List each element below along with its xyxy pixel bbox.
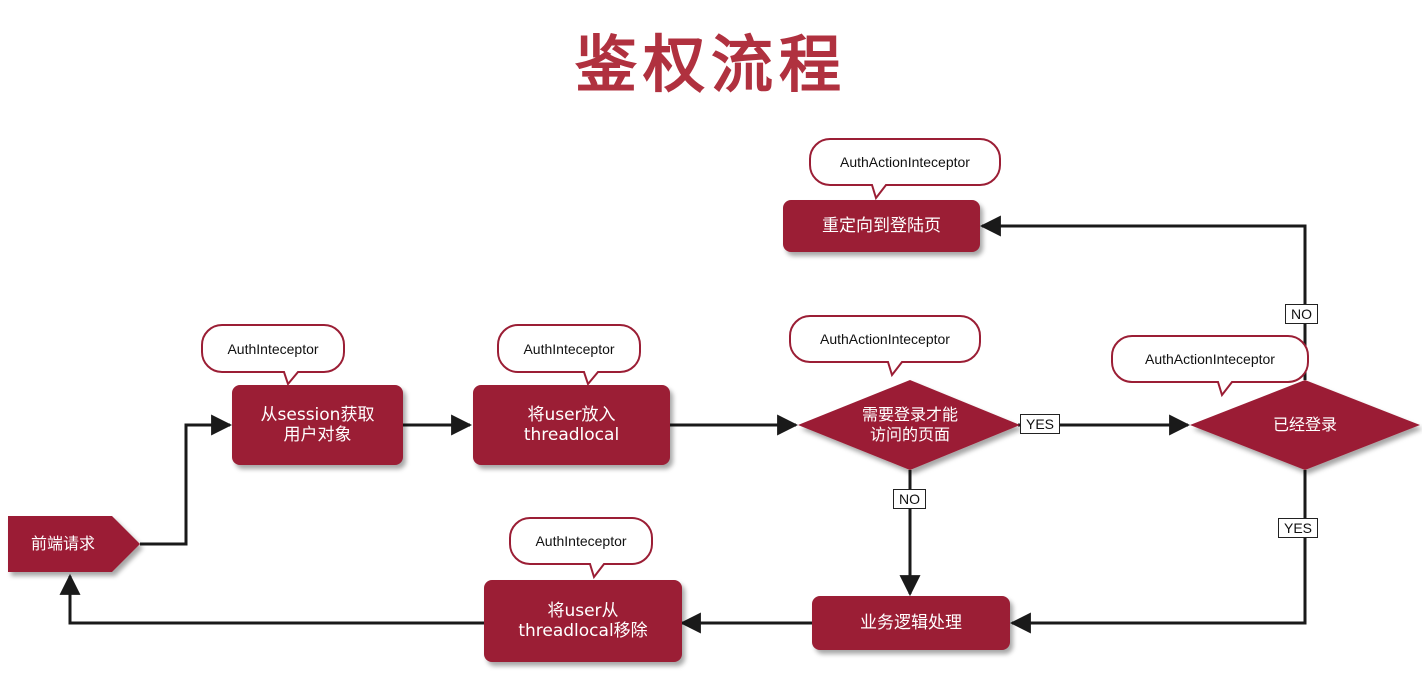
business-logic-node: 业务逻辑处理 xyxy=(812,596,1010,650)
bubble-redirect xyxy=(809,138,1001,201)
put-user-threadlocal-label: 将user放入 threadlocal xyxy=(523,405,620,445)
bubble-get-user-text: AuthInteceptor xyxy=(227,340,319,357)
bubble-put-user-text: AuthInteceptor xyxy=(523,340,615,357)
edge-remove-to-request xyxy=(59,573,484,625)
bubble-needs-login-text: AuthActionInteceptor xyxy=(820,331,950,347)
bubble-logged-in xyxy=(1111,335,1309,398)
remove-user-threadlocal-node: 将user从 threadlocal移除 xyxy=(484,580,682,662)
edge-label-logged-in-no: NO xyxy=(1285,304,1318,324)
bubble-get-user xyxy=(201,324,345,387)
redirect-login-label: 重定向到登陆页 xyxy=(822,216,941,236)
bubble-redirect-text: AuthActionInteceptor xyxy=(840,154,970,170)
edge-request-to-session xyxy=(140,414,233,546)
bubble-remove-user-text: AuthInteceptor xyxy=(535,533,627,549)
bubble-put-user xyxy=(497,324,641,387)
bubble-needs-login xyxy=(789,315,981,378)
edge-logged-in-no xyxy=(979,215,1307,380)
needs-login-page-decision: 需要登录才能 访问的页面 xyxy=(861,405,958,444)
put-user-threadlocal-node: 将user放入 threadlocal xyxy=(473,385,670,465)
redirect-login-node: 重定向到登陆页 xyxy=(783,200,980,252)
remove-user-threadlocal-label: 将user从 threadlocal移除 xyxy=(518,601,648,641)
frontend-request-shape xyxy=(8,516,140,572)
needs-login-diamond xyxy=(798,380,1020,470)
edge-label-needs-login-yes: YES xyxy=(1020,414,1061,434)
get-user-from-session-node: 从session获取 用户对象 xyxy=(232,385,403,465)
edge-logged-in-yes xyxy=(1009,470,1307,634)
edge-label-logged-in-yes: YES xyxy=(1278,518,1319,538)
diagram-title: 鉴权流程 xyxy=(574,28,847,101)
edge-label-needs-login-no: NO xyxy=(893,489,926,509)
get-user-from-session-label: 从session获取 用户对象 xyxy=(260,405,375,445)
bubble-logged-in-text: AuthActionInteceptor xyxy=(1145,351,1275,367)
frontend-request-node: 前端请求 xyxy=(30,534,95,553)
logged-in-diamond xyxy=(1190,380,1420,470)
already-logged-in-decision: 已经登录 xyxy=(1272,415,1337,434)
business-logic-label: 业务逻辑处理 xyxy=(860,613,962,633)
bubble-remove-user xyxy=(509,517,653,580)
